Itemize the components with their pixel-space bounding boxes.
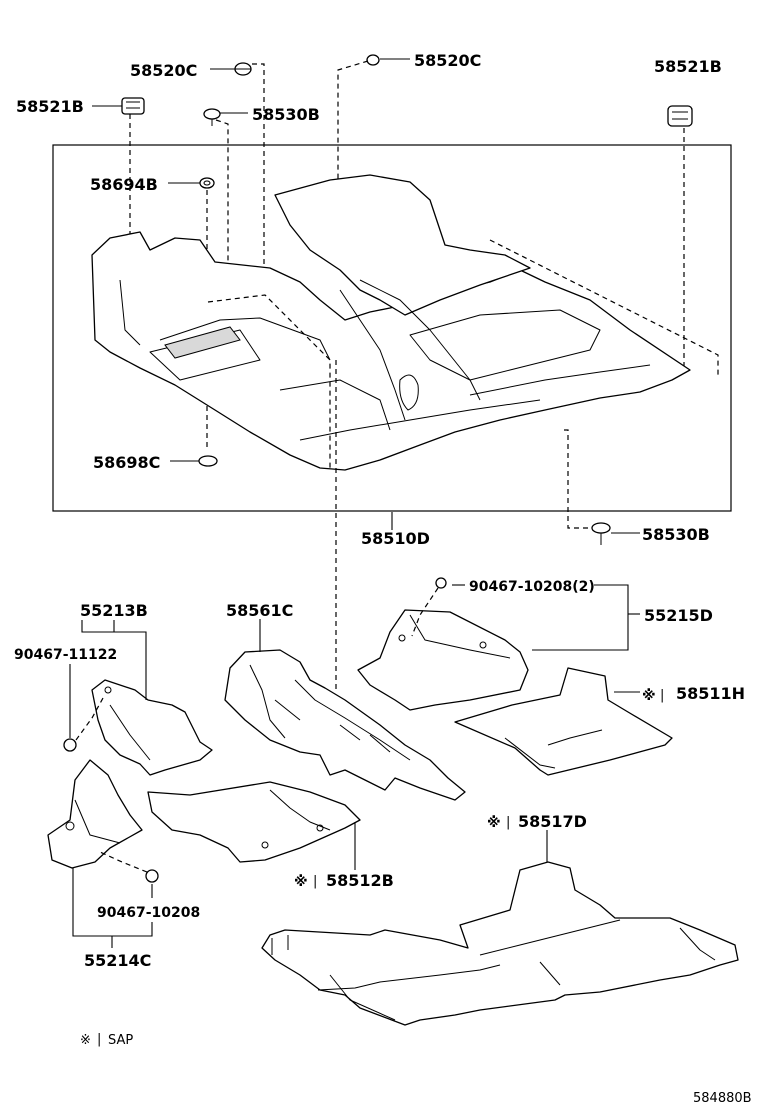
leader-58530b-bottom (564, 429, 592, 529)
sap-bar-58511h: | (660, 688, 664, 703)
label-58694b: 58694B (90, 175, 158, 194)
label-90467-10208-2: 90467-10208(2) (469, 579, 595, 595)
leader-bolt-90467-10208 (99, 851, 148, 873)
bolt-90467-11122-icon (63, 738, 77, 752)
footnote-bar: | (97, 1032, 101, 1047)
clip-58530b-bottom-icon (591, 522, 611, 545)
grommet-58698c-icon (198, 455, 218, 467)
figure-code: 584880B (693, 1091, 752, 1106)
label-55214c: 55214C (84, 951, 151, 970)
bolt-90467-10208-icon (145, 869, 159, 883)
label-55215d: 55215D (644, 606, 713, 625)
insulator-55214c (47, 759, 143, 869)
label-90467-11122: 90467-11122 (14, 647, 117, 663)
label-55213b: 55213B (80, 601, 148, 620)
label-58520c-right: 58520C (414, 51, 481, 70)
label-90467-10208: 90467-10208 (97, 905, 200, 921)
label-58521b-left: 58521B (16, 97, 84, 116)
label-58511h: 58511H (676, 684, 745, 703)
carpet-outline-right (489, 239, 719, 378)
label-58530b-bottom: 58530B (642, 525, 710, 544)
clip-58520c-right-icon (366, 54, 380, 66)
footnote-symbol: ※ (80, 1033, 91, 1048)
clip-58530b-top-icon (203, 108, 221, 126)
mat-58517d (261, 861, 739, 1026)
assembly-frame (52, 144, 732, 512)
leader-58530b-top (215, 119, 229, 370)
label-58530b-top: 58530B (252, 105, 320, 124)
carpet-outline-left (207, 294, 331, 470)
leader-bolt-90467-11122 (75, 697, 104, 741)
leader-58520c-right (337, 60, 369, 250)
label-58520c-left: 58520C (130, 61, 197, 80)
leader-bolt-90467-10208-2 (411, 587, 439, 637)
label-58561c: 58561C (226, 601, 293, 620)
silencer-58561c (224, 649, 466, 801)
sap-mark-58511h: ※ (642, 688, 656, 704)
mat-58512b (147, 781, 361, 863)
insulator-55215d (357, 609, 529, 711)
insulator-55213b (91, 679, 213, 776)
clip-58520c-left-icon (234, 62, 252, 76)
sap-bar-58512b: | (313, 874, 317, 889)
label-58517d: 58517D (518, 812, 587, 831)
label-58698c: 58698C (93, 453, 160, 472)
bracket-58521b-right-icon (667, 105, 693, 127)
label-58521b-right: 58521B (654, 57, 722, 76)
mat-58511h (454, 667, 673, 776)
floor-carpet-58510d (91, 174, 691, 471)
footnote-text: SAP (108, 1033, 133, 1048)
sap-bar-58517d: | (506, 815, 510, 830)
label-58510d: 58510D (361, 529, 430, 548)
label-58512b: 58512B (326, 871, 394, 890)
sap-mark-58512b: ※ (294, 874, 308, 890)
bracket-58521b-left-icon (121, 97, 145, 115)
bolt-90467-10208-2-icon (435, 577, 447, 589)
grommet-58694b-icon (199, 177, 215, 189)
sap-mark-58517d: ※ (487, 815, 501, 831)
